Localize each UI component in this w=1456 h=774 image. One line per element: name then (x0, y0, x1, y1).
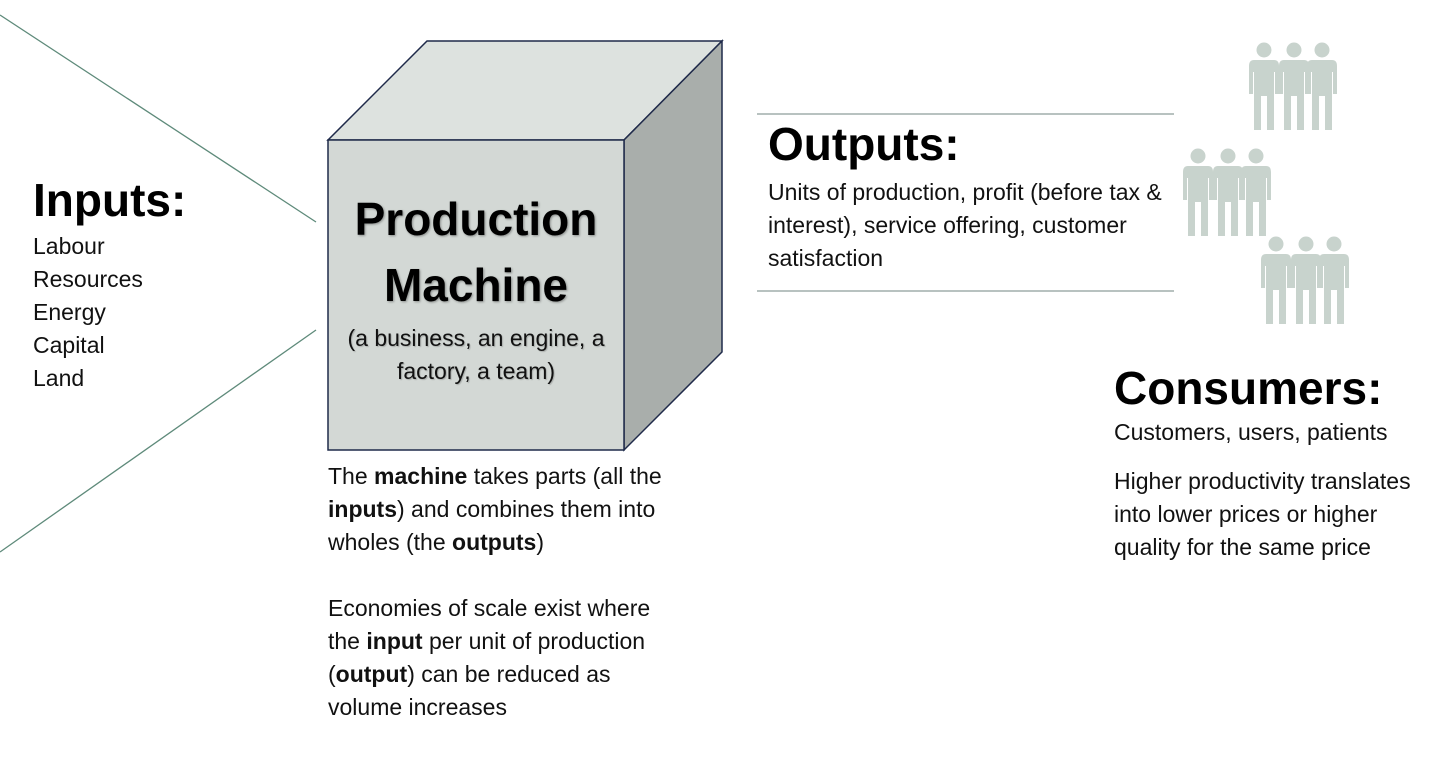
production-machine-cube (326, 39, 724, 452)
people-group-icon-bottom (1261, 236, 1349, 324)
consumers-heading: Consumers: (1114, 362, 1383, 414)
bold-term: inputs (328, 496, 397, 522)
text-run: The (328, 463, 375, 489)
machine-label: Production Machine (a business, an engin… (330, 186, 622, 388)
machine-subtitle: (a business, an engine, a factory, a tea… (330, 322, 622, 388)
inputs-list-item: Land (33, 365, 85, 391)
people-group-icon-middle (1183, 148, 1271, 236)
cube-front-face (327, 139, 625, 451)
outputs-description: Units of production, profit (before tax … (768, 179, 1162, 271)
people-group-icon (1183, 42, 1349, 324)
machine-subtitle-line: (a business, an engine, a (347, 325, 605, 351)
machine-subtitle-line: factory, a team) (396, 358, 556, 384)
text-run: Economies of scale exist where the (328, 595, 651, 654)
inputs-list-item: Labour (33, 233, 105, 259)
inputs-list: Labour Resources Energy Capital Land (33, 230, 293, 395)
bold-term: input (366, 628, 423, 654)
bold-term: machine (374, 463, 468, 489)
machine-description-para2: Economies of scale exist where the input… (328, 592, 668, 724)
outputs-heading: Outputs: (768, 118, 960, 170)
inputs-section: Inputs: Labour Resources Energy Capital … (33, 174, 293, 395)
text-run: per unit of production ( (328, 628, 646, 687)
inputs-list-item: Energy (33, 299, 106, 325)
people-group-icon-top (1249, 42, 1337, 130)
outputs-section: Outputs: Units of production, profit (be… (768, 118, 1168, 275)
consumers-section: Consumers: Customers, users, patients Hi… (1114, 362, 1444, 564)
consumers-note: Higher productivity translates into lowe… (1114, 468, 1411, 560)
machine-title-line: Machine (383, 259, 569, 311)
bold-term: output (335, 661, 408, 687)
consumers-description: Customers, users, patients (1114, 419, 1388, 445)
inputs-list-item: Capital (33, 332, 105, 358)
text-run: ) can be reduced as volume increases (328, 661, 611, 720)
machine-description: The machine takes parts (all the inputs)… (328, 460, 668, 724)
bold-term: outputs (452, 529, 537, 555)
machine-description-para1: The machine takes parts (all the inputs)… (328, 460, 668, 559)
inputs-list-item: Resources (33, 266, 143, 292)
machine-title-line: Production (354, 193, 598, 245)
text-run: takes parts (all the (467, 463, 662, 489)
text-run: ) (536, 529, 544, 555)
machine-title: Production Machine (330, 186, 622, 318)
inputs-heading: Inputs: (33, 174, 187, 226)
funnel-line-top (0, 14, 317, 223)
text-run: ) and combines them into wholes (the (328, 496, 656, 555)
funnel-line-bottom (0, 329, 317, 553)
